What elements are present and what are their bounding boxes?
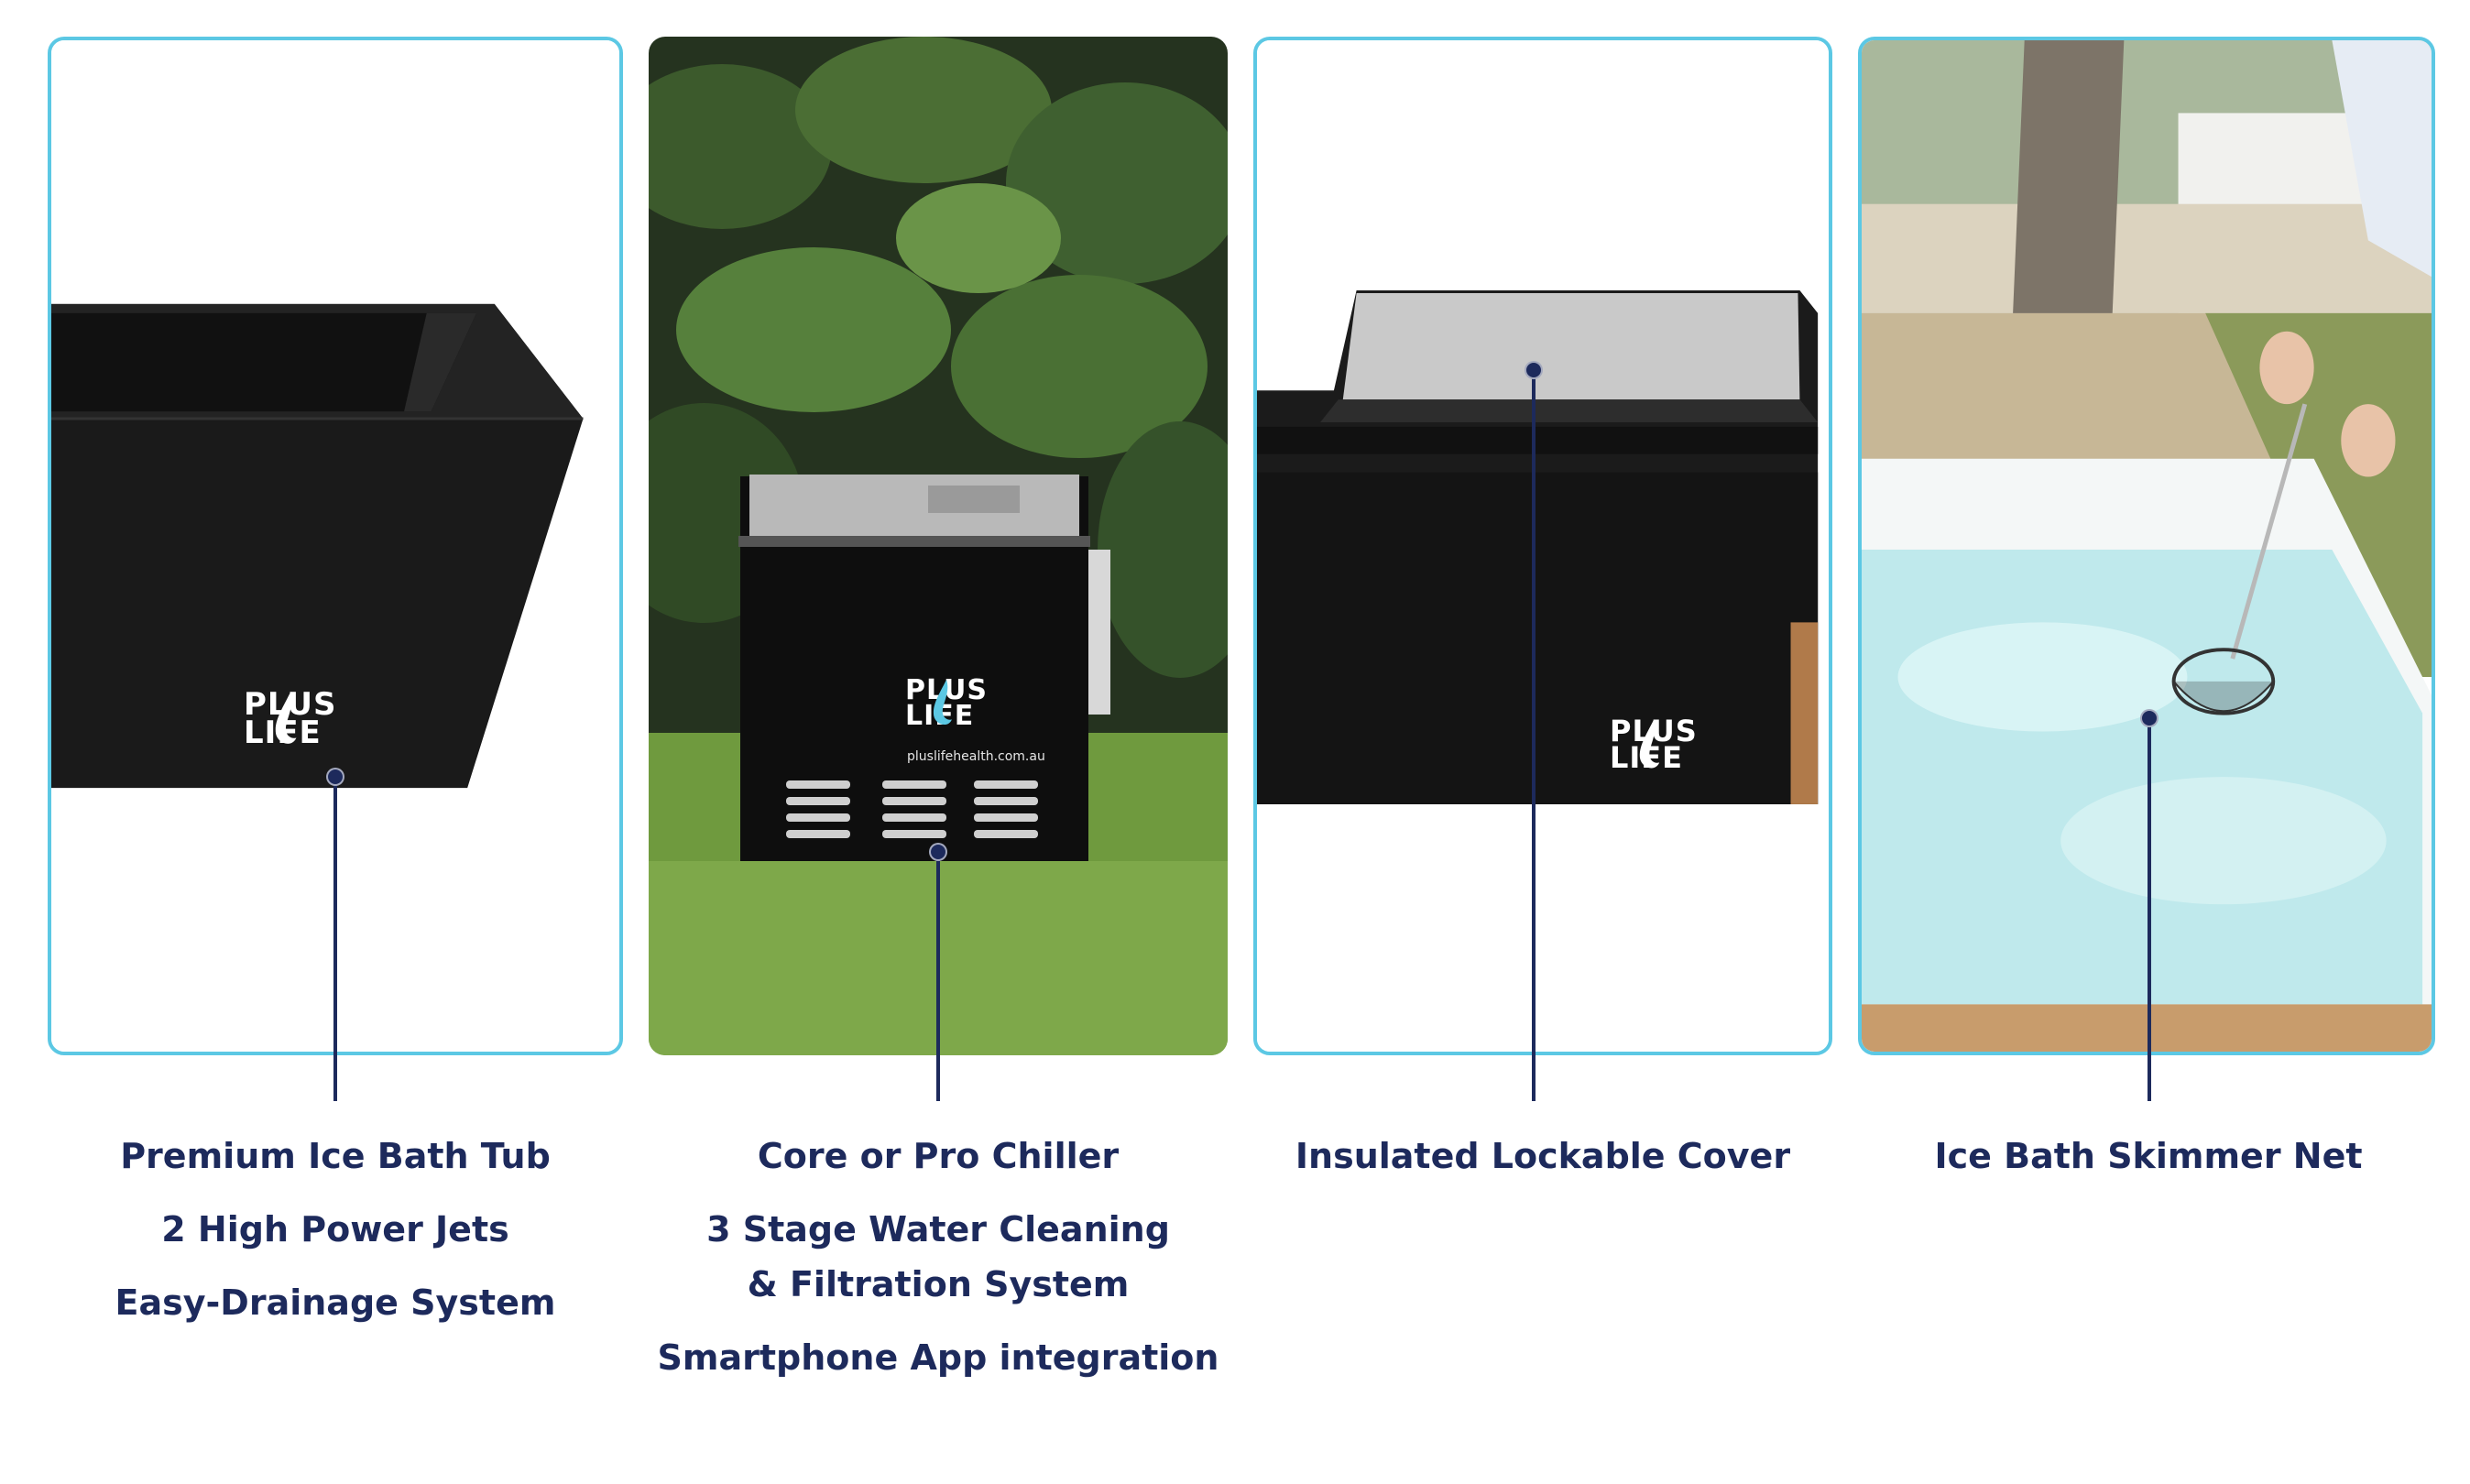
panel-skimmer-net (1858, 37, 2435, 1055)
website-label: pluslifehealth.com.au (907, 749, 1045, 764)
connector-line-cover (1532, 368, 1536, 1101)
plus-life-logo: PLUS LIFE (244, 689, 336, 749)
panel-lockable-cover: PLUS LIFE (1253, 37, 1832, 1055)
caption-group-cover: Insulated Lockable Cover (1250, 1129, 1836, 1202)
hotspot-dot-cover[interactable] (1525, 361, 1543, 379)
connector-line-skimmer (2148, 716, 2151, 1101)
caption-smartphone-app: Smartphone App integration (657, 1337, 1219, 1378)
droplet-icon (275, 693, 297, 744)
connector-line-tub (333, 775, 337, 1101)
caption-core-pro-chiller: Core or Pro Chiller (757, 1136, 1120, 1176)
hotspot-dot-skimmer[interactable] (2140, 709, 2159, 727)
caption-premium-ice-bath-tub: Premium Ice Bath Tub (120, 1136, 551, 1176)
caption-high-power-jets: 2 High Power Jets (161, 1209, 509, 1249)
droplet-icon (1639, 720, 1660, 769)
connector-line-chiller (936, 850, 940, 1101)
lockable-cover-image (1257, 40, 1829, 1052)
caption-group-skimmer: Ice Bath Skimmer Net (1858, 1129, 2439, 1202)
plus-life-logo: PLUS LIFE (905, 677, 988, 729)
droplet-icon (933, 679, 952, 726)
caption-group-chiller: Core or Pro Chiller 3 Stage Water Cleani… (645, 1129, 1231, 1403)
caption-group-tub: Premium Ice Bath Tub 2 High Power Jets E… (60, 1129, 610, 1348)
caption-easy-drainage: Easy-Drainage System (115, 1282, 556, 1323)
caption-water-cleaning-line-1: 3 Stage Water Cleaning (706, 1209, 1170, 1249)
caption-water-cleaning-line-2: & Filtration System (747, 1264, 1130, 1304)
hotspot-dot-tub[interactable] (326, 768, 344, 786)
plus-life-logo: PLUS LIFE (1610, 716, 1698, 773)
skimmer-net-image (1862, 40, 2432, 1052)
panel-chiller: PLUS LIFE pluslifehealth.com.au (649, 37, 1228, 1055)
caption-ice-bath-skimmer-net: Ice Bath Skimmer Net (1934, 1136, 2363, 1176)
hotspot-dot-chiller[interactable] (929, 843, 947, 861)
chiller-unit-image (649, 37, 1228, 1055)
caption-insulated-lockable-cover: Insulated Lockable Cover (1295, 1136, 1791, 1176)
